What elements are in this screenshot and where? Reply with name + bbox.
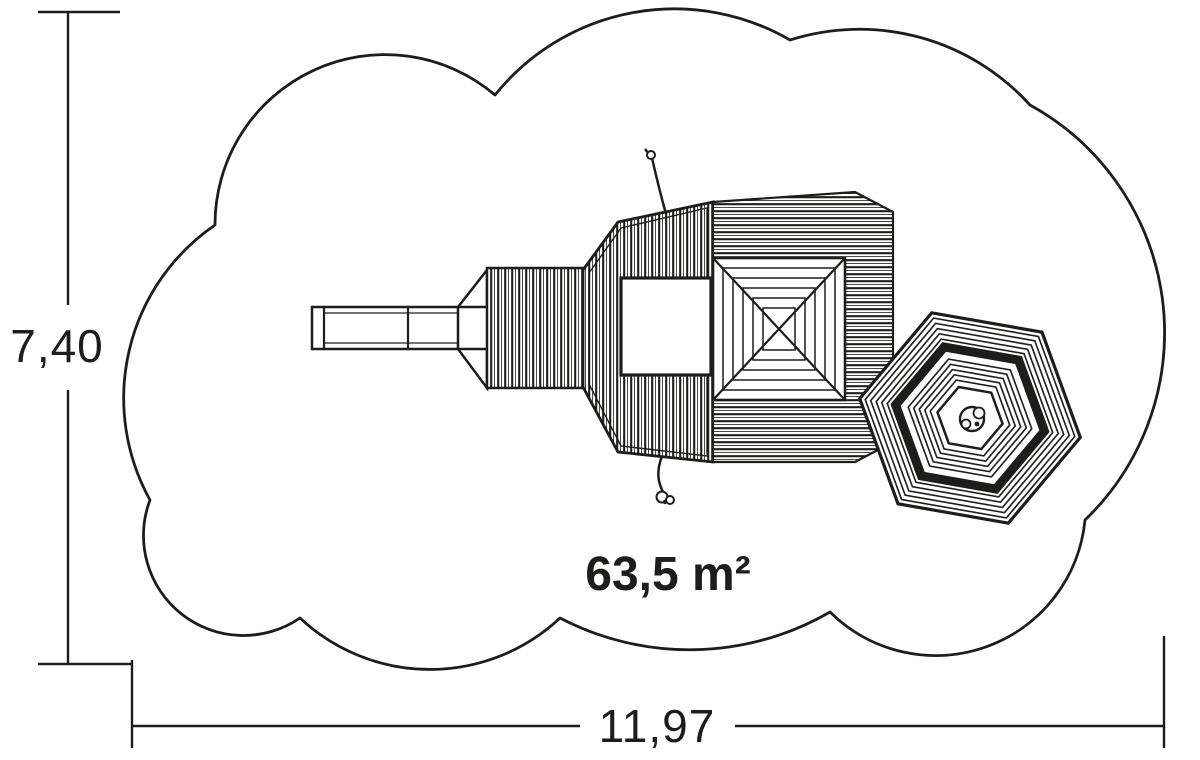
roof-hip-2 bbox=[712, 257, 846, 401]
climbing-rope-bottom bbox=[655, 455, 675, 505]
roof-ring-2 bbox=[732, 277, 826, 381]
slide-chute bbox=[310, 305, 460, 351]
area-label: 63,5 m² bbox=[585, 548, 750, 601]
width-dimension bbox=[130, 636, 1166, 748]
roof-ring-5 bbox=[762, 307, 796, 351]
roof-ring-1 bbox=[722, 267, 836, 391]
carousel-hub bbox=[958, 405, 986, 433]
roof-ring-3 bbox=[742, 287, 816, 371]
tower-roof bbox=[711, 256, 847, 402]
height-dimension bbox=[38, 10, 133, 666]
carousel-hub-detail-1 bbox=[972, 406, 986, 420]
climbing-rope-top bbox=[644, 148, 668, 215]
roof-ring-4 bbox=[752, 297, 806, 361]
carousel-hub-pin bbox=[974, 421, 980, 427]
deck-opening bbox=[619, 276, 713, 377]
slide bbox=[310, 266, 489, 392]
rope-bottom-ring-2 bbox=[665, 495, 675, 505]
width-dimension-label: 11,97 bbox=[599, 700, 716, 752]
main-deck-rim bbox=[588, 207, 708, 457]
rope-bottom-knot bbox=[662, 499, 668, 505]
rope-bottom-line bbox=[657, 455, 665, 493]
slide-entry-deck bbox=[485, 266, 585, 390]
carousel-hub-detail-2 bbox=[960, 418, 972, 430]
carousel bbox=[858, 311, 1082, 525]
rope-top-anchor bbox=[646, 150, 656, 160]
play-structure bbox=[310, 148, 1082, 525]
height-dimension-label: 7,40 bbox=[10, 320, 104, 372]
